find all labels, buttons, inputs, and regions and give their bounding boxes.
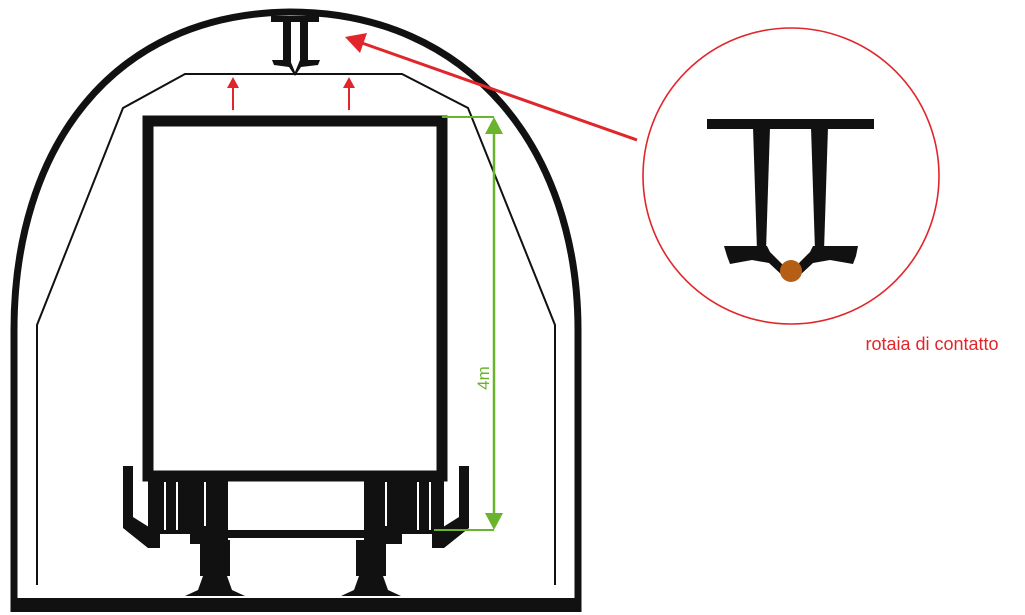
contact-rail-profile-enlarged bbox=[707, 119, 874, 276]
callout-arrow bbox=[345, 33, 638, 142]
bogie-detail-lines bbox=[164, 482, 431, 530]
height-dimension-label: 4m bbox=[474, 366, 493, 390]
contact-wire-ball bbox=[780, 260, 802, 282]
height-dimension bbox=[434, 116, 503, 531]
tunnel-outer-wall bbox=[10, 8, 582, 612]
train-bogie bbox=[123, 466, 469, 596]
track-bed bbox=[14, 598, 578, 612]
clearance-arrows bbox=[227, 77, 355, 110]
clearance-gauge-outline bbox=[36, 73, 556, 585]
overhead-conductor-rail bbox=[271, 16, 320, 76]
contact-rail-label: rotaia di contatto bbox=[865, 334, 998, 354]
detail-magnifier-circle bbox=[642, 27, 940, 325]
train-car-body bbox=[142, 115, 448, 482]
